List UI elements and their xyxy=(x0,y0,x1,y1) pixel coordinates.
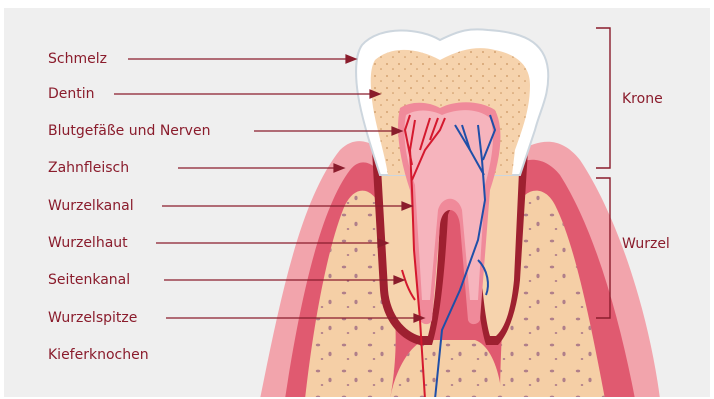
section-label-wurzel: Wurzel xyxy=(622,236,670,252)
label-blutgefaesse: Blutgefäße und Nerven xyxy=(48,123,210,139)
label-seitenkanal: Seitenkanal xyxy=(48,272,130,288)
label-schmelz: Schmelz xyxy=(48,51,107,67)
label-wurzelkanal: Wurzelkanal xyxy=(48,198,134,214)
section-label-krone: Krone xyxy=(622,91,663,107)
label-zahnfleisch: Zahnfleisch xyxy=(48,160,129,176)
label-wurzelspitze: Wurzelspitze xyxy=(48,310,137,326)
label-wurzelhaut: Wurzelhaut xyxy=(48,235,128,251)
label-kieferknochen: Kieferknochen xyxy=(48,347,149,363)
label-dentin: Dentin xyxy=(48,86,95,102)
